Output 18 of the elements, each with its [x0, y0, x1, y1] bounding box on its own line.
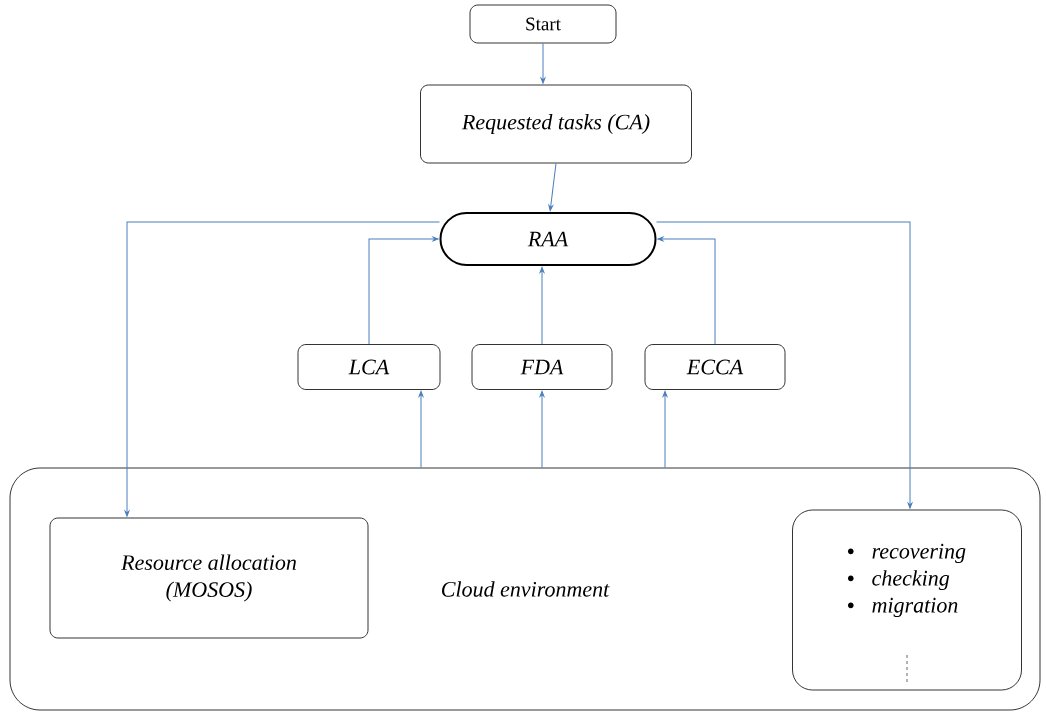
process-box: Requested tasks (CA) — [420, 84, 692, 164]
arrow — [368, 236, 439, 345]
arrow — [656, 221, 913, 509]
arrow — [657, 236, 716, 345]
start-box: Start — [469, 4, 617, 44]
arrow — [540, 42, 546, 84]
process-box: LCA — [297, 344, 441, 390]
arrow — [662, 390, 668, 469]
arrow — [539, 390, 545, 469]
list-box: recovering checking migration — [792, 509, 1022, 691]
process-box: RAA — [439, 212, 657, 266]
arrow — [548, 162, 557, 212]
process-box: FDA — [471, 344, 613, 390]
arrow — [124, 221, 440, 517]
arrow — [539, 266, 545, 345]
arrow — [418, 390, 424, 469]
process-box: Resource allocation (MOSOS) — [49, 517, 369, 639]
process-box: ECCA — [644, 344, 786, 390]
